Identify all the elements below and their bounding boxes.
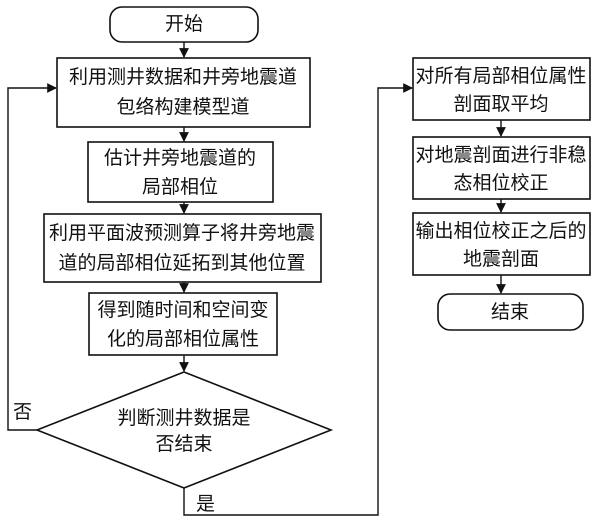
- end-label: 结束: [491, 301, 529, 323]
- get-attribute-label-line1: 得到随时间和空间变: [97, 299, 268, 321]
- build-model-label-line1: 利用测井数据和井旁地震道: [69, 66, 297, 88]
- decision-label-line2: 否结束: [155, 433, 212, 455]
- correction-label-line1: 对地震剖面进行非稳: [415, 144, 586, 166]
- correction-label-line2: 态相位校正: [453, 172, 548, 194]
- decision-diamond: [34, 371, 334, 489]
- average-label-line2: 剖面取平均: [453, 93, 548, 115]
- output-label-line2: 地震剖面: [463, 248, 539, 270]
- estimate-phase-box: [87, 141, 274, 203]
- extend-phase-box: [43, 213, 322, 283]
- get-attribute-box: [88, 292, 278, 356]
- arrow-no-loop: [7, 83, 57, 431]
- build-model-label-line2: 包络构建模型道: [116, 96, 249, 118]
- average-label-line1: 对所有局部相位属性: [415, 65, 586, 87]
- estimate-phase-label-line1: 估计井旁地震道的: [104, 147, 256, 169]
- start-label: 开始: [165, 13, 203, 35]
- estimate-phase-label-line2: 局部相位: [142, 176, 218, 198]
- end-terminal: [437, 293, 584, 331]
- extend-phase-label-line1: 利用平面波预测算子将井旁地震: [49, 222, 315, 244]
- decision-label-line1: 判断测井数据是: [117, 407, 250, 429]
- output-label-line1: 输出相位校正之后的: [415, 220, 586, 242]
- yes-edge-label: 是: [196, 493, 215, 515]
- extend-phase-label-line2: 道的局部相位延拓到其他位置: [58, 252, 305, 274]
- no-edge-label: 否: [13, 401, 32, 423]
- arrow-yes-branch: [183, 83, 413, 516]
- get-attribute-label-line2: 化的局部相位属性: [107, 328, 259, 350]
